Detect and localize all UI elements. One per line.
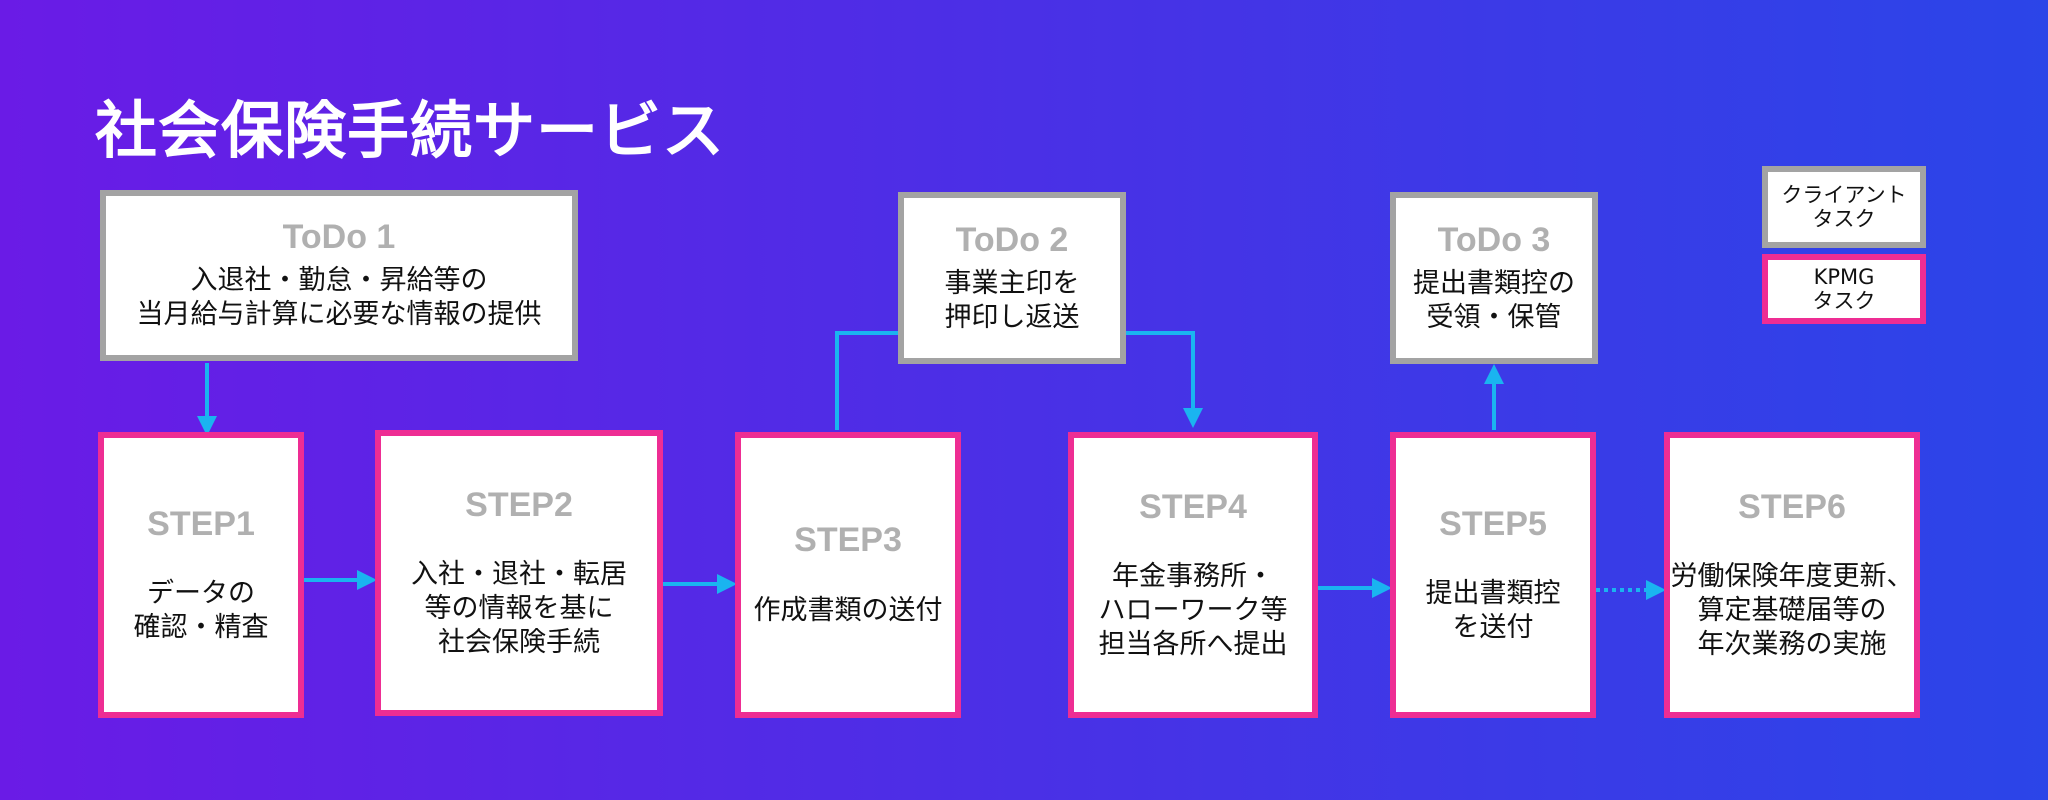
todo-1-box: ToDo 1 入退社・勤怠・昇給等の 当月給与計算に必要な情報の提供 [100, 190, 578, 361]
todo-3-text: 提出書類控の 受領・保管 [1413, 267, 1575, 333]
step-2-text: 入社・退社・転居 等の情報を基に 社会保険手続 [411, 559, 627, 658]
step-3-heading: STEP3 [794, 521, 902, 560]
todo-3-heading: ToDo 3 [1437, 220, 1551, 259]
step-6-box: STEP6 労働保険年度更新、 算定基礎届等の 年次業務の実施 [1664, 432, 1920, 718]
step-6-text: 労働保険年度更新、 算定基礎届等の 年次業務の実施 [1670, 561, 1914, 660]
step-6-heading: STEP6 [1738, 487, 1846, 526]
step-1-box: STEP1 データの 確認・精査 [98, 432, 304, 718]
step-5-heading: STEP5 [1439, 504, 1547, 543]
todo-3-box: ToDo 3 提出書類控の 受領・保管 [1390, 192, 1598, 364]
step-5-text: 提出書類控 を送付 [1425, 577, 1561, 643]
step-5-box: STEP5 提出書類控 を送付 [1390, 432, 1596, 718]
legend-kpmg-label: KPMG タスク [1812, 264, 1876, 313]
todo-2-box: ToDo 2 事業主印を 押印し返送 [898, 192, 1126, 364]
todo-2-heading: ToDo 2 [955, 220, 1069, 259]
step-1-heading: STEP1 [147, 504, 255, 543]
legend-client-task: クライアント タスク [1762, 166, 1926, 248]
todo-1-heading: ToDo 1 [282, 218, 396, 257]
step-4-text: 年金事務所・ ハローワーク等 担当各所へ提出 [1098, 561, 1288, 660]
step-3-box: STEP3 作成書類の送付 [735, 432, 961, 718]
todo-2-text: 事業主印を 押印し返送 [944, 267, 1080, 333]
legend-client-label: クライアント タスク [1781, 182, 1907, 231]
step-1-text: データの 確認・精査 [133, 577, 269, 643]
page-title: 社会保険手続サービス [95, 94, 726, 167]
step-3-text: 作成書類の送付 [753, 594, 943, 626]
legend-kpmg-task: KPMG タスク [1762, 254, 1926, 324]
step-4-heading: STEP4 [1139, 487, 1247, 526]
todo-1-text: 入退社・勤怠・昇給等の 当月給与計算に必要な情報の提供 [136, 265, 542, 331]
step-2-box: STEP2 入社・退社・転居 等の情報を基に 社会保険手続 [375, 430, 663, 716]
arrow-todo2-to-step4 [1126, 331, 1203, 428]
connector-step3-to-todo2 [835, 331, 898, 430]
step-2-heading: STEP2 [465, 485, 573, 524]
step-4-box: STEP4 年金事務所・ ハローワーク等 担当各所へ提出 [1068, 432, 1318, 718]
